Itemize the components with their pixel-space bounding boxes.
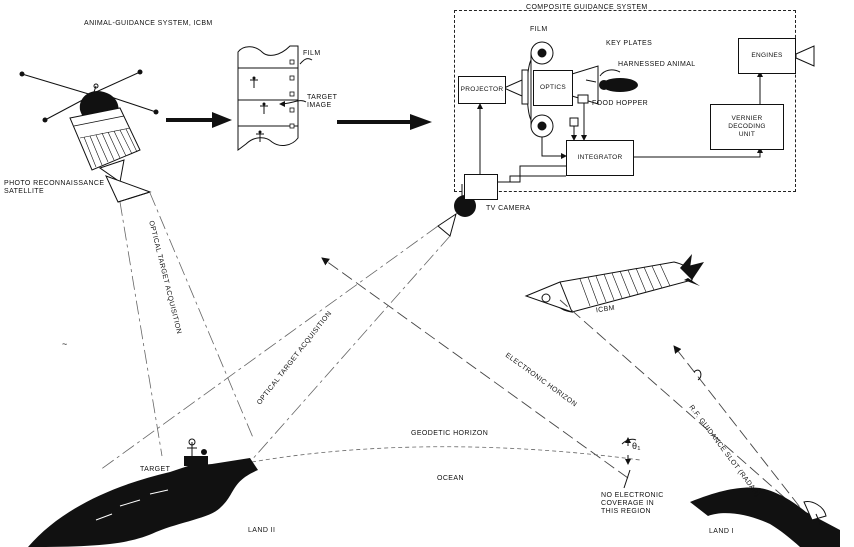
optics-block: OPTICS bbox=[533, 70, 573, 106]
title-left: ANIMAL-GUIDANCE SYSTEM, ICBM bbox=[84, 20, 213, 27]
land-mass-1 bbox=[690, 487, 840, 547]
optics-label: OPTICS bbox=[540, 84, 566, 91]
icbm-icon bbox=[524, 254, 704, 313]
camera-box bbox=[464, 174, 498, 200]
land-2-label: LAND II bbox=[248, 527, 276, 534]
geodetic-horizon-label: GEODETIC HORIZON bbox=[411, 430, 489, 437]
vernier-label-1: VERNIER bbox=[731, 115, 763, 122]
vernier-label-3: UNIT bbox=[738, 131, 756, 138]
integrator-block: INTEGRATOR bbox=[566, 140, 634, 176]
food-hopper-label: FOOD HOPPER bbox=[592, 100, 649, 107]
film-strip-label: FILM bbox=[303, 50, 321, 57]
target-marks bbox=[250, 78, 268, 142]
engines-block: ENGINES bbox=[738, 38, 796, 74]
satellite-icon bbox=[19, 69, 159, 203]
target-label: TARGET bbox=[140, 466, 171, 473]
vernier-label-2: DECODING bbox=[728, 123, 766, 130]
target-icon bbox=[184, 438, 208, 466]
projector-label: PROJECTOR bbox=[460, 86, 504, 93]
engine-nozzle-icon bbox=[795, 45, 815, 67]
geodetic-horizon-line bbox=[251, 446, 641, 463]
tv-camera-label: TV CAMERA bbox=[486, 205, 531, 212]
satellite-label-1: PHOTO RECONNAISSANCE bbox=[4, 180, 105, 187]
no-coverage-label-1: NO ELECTRONIC bbox=[601, 492, 664, 499]
electronic-horizon-line bbox=[321, 257, 629, 479]
rf-guidance-upper bbox=[559, 299, 811, 521]
key-plates-label: KEY PLATES bbox=[606, 40, 653, 47]
system-wiring bbox=[477, 41, 763, 200]
film-label: FILM bbox=[530, 26, 548, 33]
rf-guidance-line bbox=[673, 345, 811, 521]
vernier-block: VERNIER DECODING UNIT bbox=[710, 104, 784, 150]
land-mass-2 bbox=[28, 458, 258, 547]
land-1-label: LAND I bbox=[709, 528, 734, 535]
stray-mark: ~ bbox=[62, 339, 68, 349]
film-strip bbox=[237, 45, 313, 151]
target-image-label-1: TARGET bbox=[307, 94, 338, 101]
title-composite: COMPOSITE GUIDANCE SYSTEM bbox=[526, 4, 648, 11]
no-coverage-label-2: COVERAGE IN bbox=[601, 500, 655, 507]
ocean-label: OCEAN bbox=[437, 475, 464, 482]
harnessed-animal-label: HARNESSED ANIMAL bbox=[618, 61, 696, 68]
engines-label: ENGINES bbox=[751, 52, 783, 59]
satellite-view-cone bbox=[119, 192, 255, 457]
no-coverage-label-3: THIS REGION bbox=[601, 508, 651, 515]
theta-label: θ₁ bbox=[632, 441, 641, 451]
integrator-label: INTEGRATOR bbox=[577, 154, 623, 161]
projector-block: PROJECTOR bbox=[458, 76, 506, 104]
tv-camera-icon bbox=[437, 184, 476, 237]
tv-camera-view-cone bbox=[99, 225, 451, 471]
satellite-label-2: SATELLITE bbox=[4, 188, 45, 195]
target-image-label-2: IMAGE bbox=[307, 102, 332, 109]
harnessed-animal-icon bbox=[585, 69, 638, 92]
radar-dish-icon bbox=[803, 501, 830, 534]
composite-system-frame bbox=[454, 10, 796, 192]
